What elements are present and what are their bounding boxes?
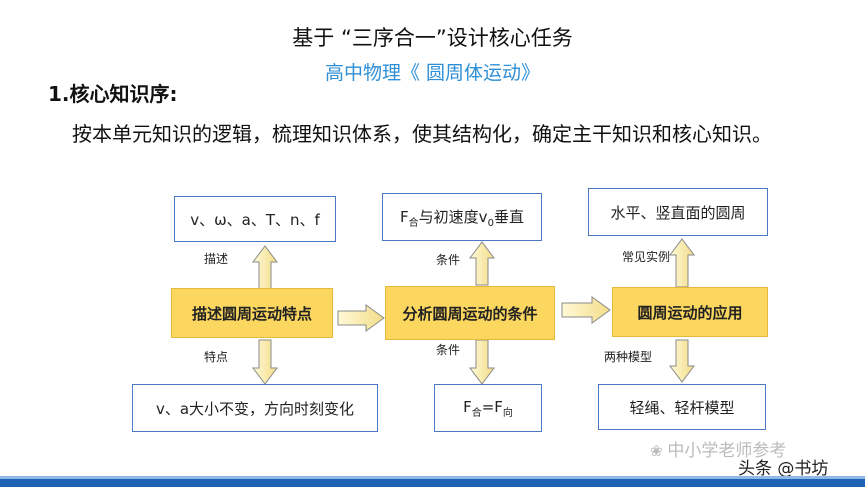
force-equation-text: F合=F向 (463, 397, 513, 419)
main-node-describe: 描述圆周运动特点 (171, 288, 333, 338)
edge-label-examples: 常见实例 (622, 250, 671, 264)
wechat-icon: ❀ (650, 442, 668, 460)
top-box-condition: F合与初速度v0垂直 (382, 193, 542, 241)
edge-label-describe: 描述 (204, 252, 229, 266)
page-subtitle: 高中物理《 圆周体运动》 (324, 62, 541, 84)
section-heading: 1.核心知识序: (48, 82, 178, 106)
arrow-up-2 (469, 241, 495, 286)
arrow-down-3 (669, 339, 695, 383)
section-description: 按本单元知识的逻辑，梳理知识体系，使其结构化，确定主干知识和核心知识。 (72, 122, 772, 146)
edge-label-feature: 特点 (204, 350, 229, 364)
edge-label-models: 两种模型 (604, 350, 653, 364)
watermark-platform: 头条 @书坊 (738, 459, 829, 479)
arrow-down-2 (469, 339, 495, 385)
arrow-down-1 (252, 339, 278, 385)
watermark-source: ❀ 中小学老师参考 (650, 441, 787, 461)
bottom-box-force-equation: F合=F向 (434, 384, 542, 432)
arrow-up-3 (669, 238, 695, 288)
condition-text: F合与初速度v0垂直 (400, 207, 524, 229)
arrow-right-2 (561, 296, 611, 324)
top-box-quantities: v、ω、a、T、n、f (174, 196, 336, 242)
arrow-up-1 (252, 245, 278, 291)
main-node-analyze: 分析圆周运动的条件 (385, 286, 555, 340)
page-title: 基于 “三序合一”设计核心任务 (292, 26, 573, 50)
edge-label-condition-up: 条件 (436, 253, 461, 267)
footer-accent-line (0, 476, 865, 479)
main-node-apply: 圆周运动的应用 (612, 287, 768, 337)
arrow-right-1 (337, 304, 385, 332)
edge-label-condition-down: 条件 (436, 343, 461, 357)
bottom-box-characteristics: v、a大小不变，方向时刻变化 (132, 384, 378, 432)
top-box-examples: 水平、竖直面的圆周 (588, 188, 768, 236)
bottom-box-models: 轻绳、轻杆模型 (598, 384, 766, 430)
footer-bar (0, 479, 865, 487)
